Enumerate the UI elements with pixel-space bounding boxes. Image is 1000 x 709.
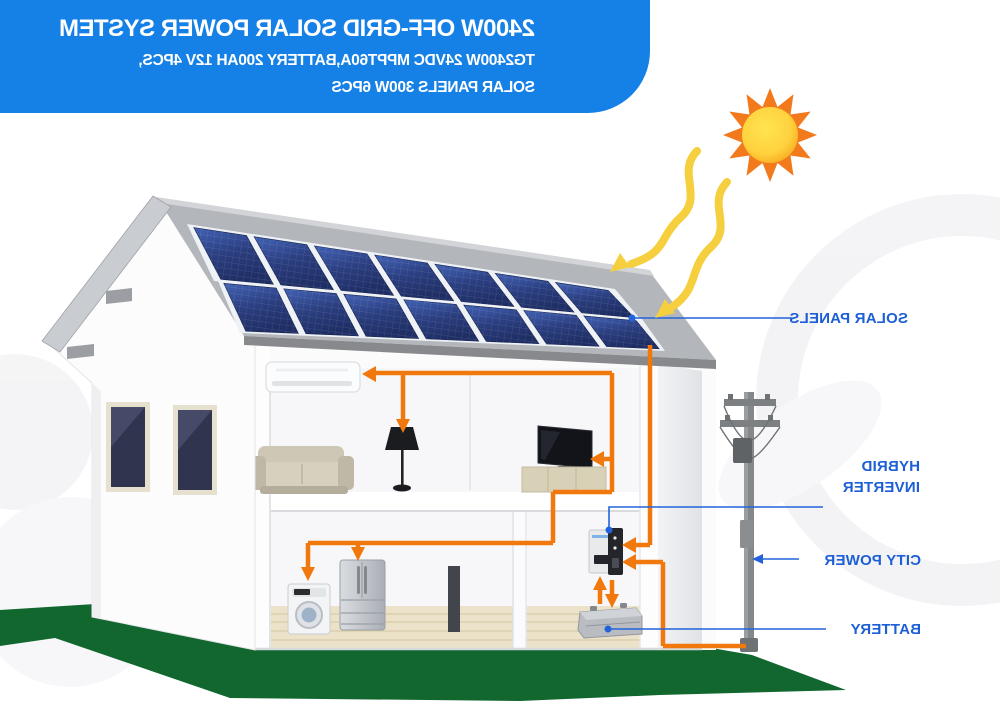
eave-bracket: [67, 344, 94, 359]
solar-array: [187, 224, 665, 351]
inverter-icon: [588, 528, 623, 575]
refrigerator-icon: [339, 559, 386, 631]
city-power-label: CITY POWER: [824, 552, 921, 569]
poster-subtitle-line1: TG2400W 24VDC MPPT60A,BATTERY 200AH 12V …: [138, 52, 535, 69]
solar-panels-label: SOLAR PANELS: [789, 310, 908, 327]
floor-lamp-icon: [385, 427, 419, 492]
header-banner: 2400W OFF-GRID SOLAR POWER SYSTEM TG2400…: [0, 0, 650, 113]
gable-wall: [49, 211, 256, 651]
air-conditioner-icon: [265, 361, 361, 393]
hybrid-inverter-label-line1: HYBRID: [861, 458, 920, 475]
battery-label: BATTERY: [850, 621, 921, 638]
poster-subtitle-line2: SOLAR PANELS 300W 6PCS: [331, 79, 535, 96]
sunray-arrows: [610, 147, 731, 318]
eave-bracket: [106, 288, 132, 304]
wiring-arrowheads: [301, 366, 636, 608]
gable-window: [106, 402, 150, 492]
utility-pole-icon: [719, 392, 781, 652]
poster-title: 2400W OFF-GRID SOLAR POWER SYSTEM: [59, 15, 535, 42]
hybrid-inverter-label: HYBRID INVERTER: [820, 456, 920, 498]
city-power-arrow: [752, 554, 763, 564]
sofa-icon: [250, 446, 354, 494]
sun-icon: [723, 88, 817, 182]
battery-icon: [577, 603, 643, 639]
tv-icon: [521, 425, 607, 493]
callout-lines: [604, 314, 826, 633]
wiring: [305, 345, 746, 649]
roof-verge: [41, 195, 172, 353]
grass-ground: [0, 604, 846, 701]
doorway: [448, 566, 460, 632]
washing-machine-icon: [287, 583, 331, 635]
roof-eave: [244, 336, 716, 369]
gable-window: [173, 405, 217, 495]
hybrid-inverter-label-line2: INVERTER: [842, 479, 920, 496]
